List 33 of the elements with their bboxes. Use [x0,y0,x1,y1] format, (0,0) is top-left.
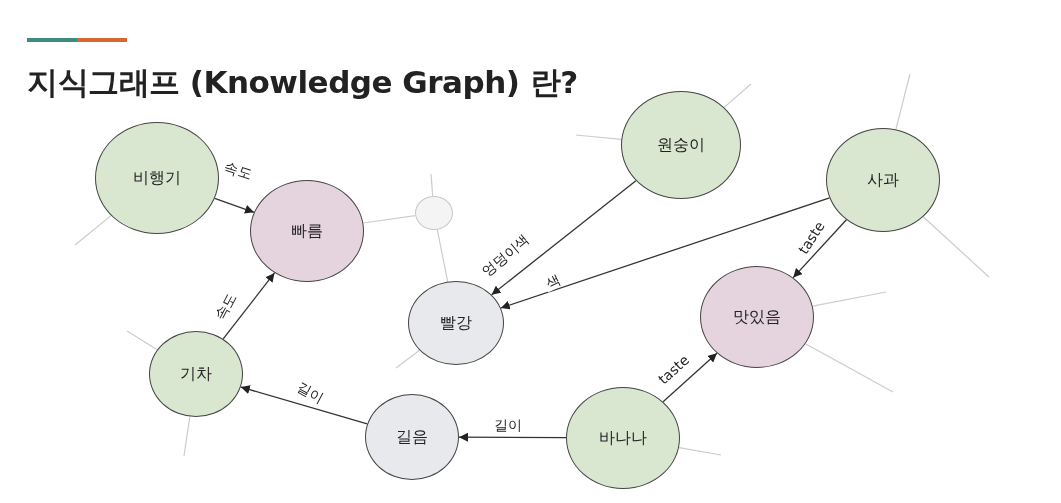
node-label: 빨강 [440,312,472,334]
node-label: 길음 [396,426,428,448]
stub-line [804,343,894,393]
title: 지식그래프 (Knowledge Graph) 란? [27,63,578,102]
node-label: 빠름 [291,220,323,242]
node-label: 사과 [867,169,899,191]
arrow [490,180,637,296]
arrow [792,219,848,279]
stub-line [812,291,887,307]
stub-line [183,416,191,457]
node-label: 바나나 [599,427,647,449]
stub-line [723,83,752,108]
stub-line [575,134,622,140]
empty-circle [415,196,453,230]
arrow [214,197,255,214]
node-label: 맛있음 [733,306,781,328]
arrow [458,432,567,442]
stub-line [430,173,434,197]
connector-line [362,215,416,224]
stub-line [74,215,112,246]
stub-line [678,447,722,456]
arrow [240,385,368,425]
arrow [662,352,718,403]
stub-line [126,330,158,351]
stub-line [395,349,421,369]
arrow [500,197,831,310]
node-label: 기차 [180,363,212,385]
stub-line [922,216,990,278]
connector-line [436,229,449,283]
node-label: 비행기 [133,167,181,189]
node-label: 원숭이 [657,134,705,156]
arrow [222,272,276,340]
stub-line [895,73,911,130]
